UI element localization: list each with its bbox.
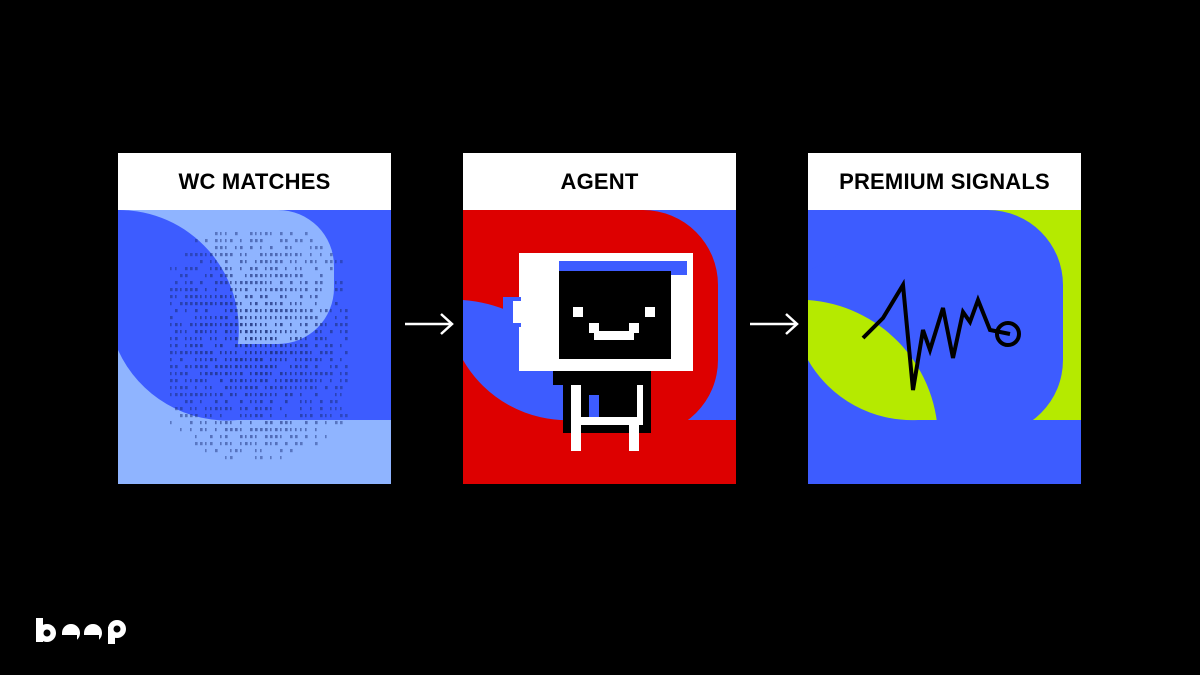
binary-data-icon: [118, 210, 391, 484]
binary-dots: [170, 232, 348, 460]
stage-card-wc-matches: WC MATCHES: [118, 153, 391, 484]
stage-title: AGENT: [560, 169, 639, 194]
arrow-right-icon: [750, 313, 799, 335]
beep-logo: [36, 618, 126, 644]
signal-wave-icon: [808, 210, 1081, 484]
robot-monitor-icon: [463, 210, 736, 484]
stage-title: WC MATCHES: [178, 169, 331, 194]
arrow-right-icon: [405, 313, 454, 335]
stage-title: PREMIUM SIGNALS: [839, 169, 1050, 194]
stage-card-premium-signals: PREMIUM SIGNALS: [808, 153, 1081, 484]
stage-card-agent: AGENT: [463, 153, 736, 484]
